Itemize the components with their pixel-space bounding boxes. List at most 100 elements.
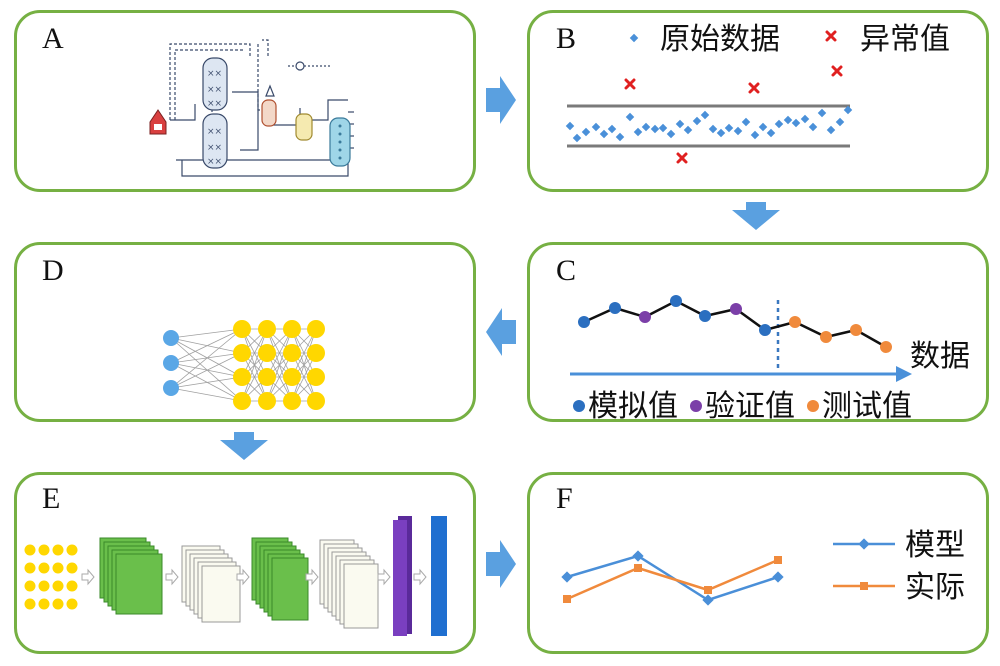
raw-data-point: [766, 128, 776, 138]
panel-f: [527, 472, 989, 654]
raw-data-point: [758, 122, 768, 132]
cnn-flow-arrows: [81, 568, 427, 586]
actual-series-line: [566, 558, 779, 601]
legend-model-marker: [858, 538, 870, 550]
panel-label-c: C: [556, 254, 577, 287]
raw-data-point: [591, 122, 601, 132]
hidden-node: [233, 368, 251, 386]
raw-data-point: [692, 116, 702, 126]
outlier-markers: [624, 65, 843, 164]
raw-data-point: [683, 125, 693, 135]
raw-data-point: [800, 114, 810, 124]
legend-val-dot: [690, 400, 702, 412]
legend-actual-marker: [860, 582, 868, 590]
vessel-icon: [261, 61, 351, 167]
input-pixel: [66, 580, 78, 592]
validation-point: [730, 303, 742, 315]
input-pixel: [38, 544, 50, 556]
panel-c: [527, 242, 989, 422]
input-pixel: [66, 598, 78, 610]
reactor-column-icon: ⨯⨯⨯⨯⨯⨯ ⨯⨯⨯⨯⨯⨯: [202, 57, 228, 169]
legend-model-label: 模型: [905, 528, 965, 563]
raw-data-point: [835, 117, 845, 127]
outlier-marker: [676, 152, 688, 164]
cnn-input-grid: [24, 544, 78, 610]
raw-data-point: [708, 124, 718, 134]
raw-data-point: [774, 119, 784, 129]
raw-data-point: [641, 122, 651, 132]
legend-test-dot: [807, 400, 819, 412]
svg-text:⨯⨯: ⨯⨯: [207, 99, 222, 109]
input-pixel: [38, 598, 50, 610]
series-points: [578, 295, 892, 353]
simulation-point: [670, 295, 682, 307]
feature-map: [271, 557, 309, 621]
hidden-node: [258, 368, 276, 386]
hidden-node: [283, 392, 301, 410]
hidden-node: [258, 392, 276, 410]
arrow-a-to-b: [486, 76, 516, 124]
simulation-point: [699, 310, 711, 322]
input-pixel: [52, 598, 64, 610]
raw-data-point: [750, 130, 760, 140]
raw-data-point: [581, 127, 591, 137]
raw-data-point: [572, 133, 582, 143]
raw-data-point: [633, 127, 643, 137]
svg-text:⨯⨯: ⨯⨯: [207, 127, 222, 137]
actual-marker: [704, 586, 712, 594]
legend-actual-label: 实际: [905, 570, 965, 605]
hidden-node: [233, 344, 251, 362]
svg-text:⨯⨯: ⨯⨯: [207, 85, 222, 95]
raw-data-point: [599, 129, 609, 139]
raw-data-point: [716, 128, 726, 138]
model-series-markers: [561, 550, 784, 606]
model-marker: [632, 550, 644, 562]
panel-label-d: D: [42, 254, 64, 287]
model-marker: [772, 571, 784, 583]
arrow-d-to-e: [220, 432, 268, 460]
raw-data-point: [607, 124, 617, 134]
legend-raw-marker: [629, 33, 639, 43]
outlier-marker: [624, 78, 636, 90]
input-pixel: [24, 562, 36, 574]
legend-sim-dot: [573, 400, 585, 412]
input-pixel: [38, 580, 50, 592]
raw-data-point: [625, 112, 635, 122]
hidden-node: [307, 344, 325, 362]
raw-data-point: [724, 123, 734, 133]
validation-point: [639, 311, 651, 323]
axis-label-data: 数据: [910, 339, 970, 374]
raw-data-point: [650, 124, 660, 134]
simulation-point: [609, 302, 621, 314]
panel-a: [14, 10, 476, 192]
feature-map: [201, 565, 241, 623]
test-point: [880, 341, 892, 353]
legend-raw-label: 原始数据: [660, 22, 780, 57]
raw-data-point: [615, 132, 625, 142]
raw-data-point: [658, 123, 668, 133]
legend-outlier-label: 异常值: [860, 22, 950, 57]
input-pixel: [66, 544, 78, 556]
dense-layer-blue: [431, 516, 447, 636]
hidden-node: [283, 344, 301, 362]
arrow-b-to-c: [732, 202, 780, 230]
raw-data-point: [666, 129, 676, 139]
raw-data-point: [826, 125, 836, 135]
furnace-icon: [149, 109, 167, 135]
raw-data-point: [733, 126, 743, 136]
actual-marker: [563, 595, 571, 603]
raw-data-point: [700, 110, 710, 120]
arrow-e-to-f: [486, 540, 516, 588]
hidden-node: [307, 320, 325, 338]
raw-data-point: [783, 115, 793, 125]
hidden-node: [258, 344, 276, 362]
input-pixel: [24, 580, 36, 592]
svg-text:⨯⨯: ⨯⨯: [207, 69, 222, 79]
raw-data-point: [565, 121, 575, 131]
input-node: [163, 355, 179, 371]
raw-data-point: [675, 119, 685, 129]
cnn-feature-maps: [99, 537, 379, 629]
input-pixel: [24, 544, 36, 556]
hidden-node: [233, 320, 251, 338]
